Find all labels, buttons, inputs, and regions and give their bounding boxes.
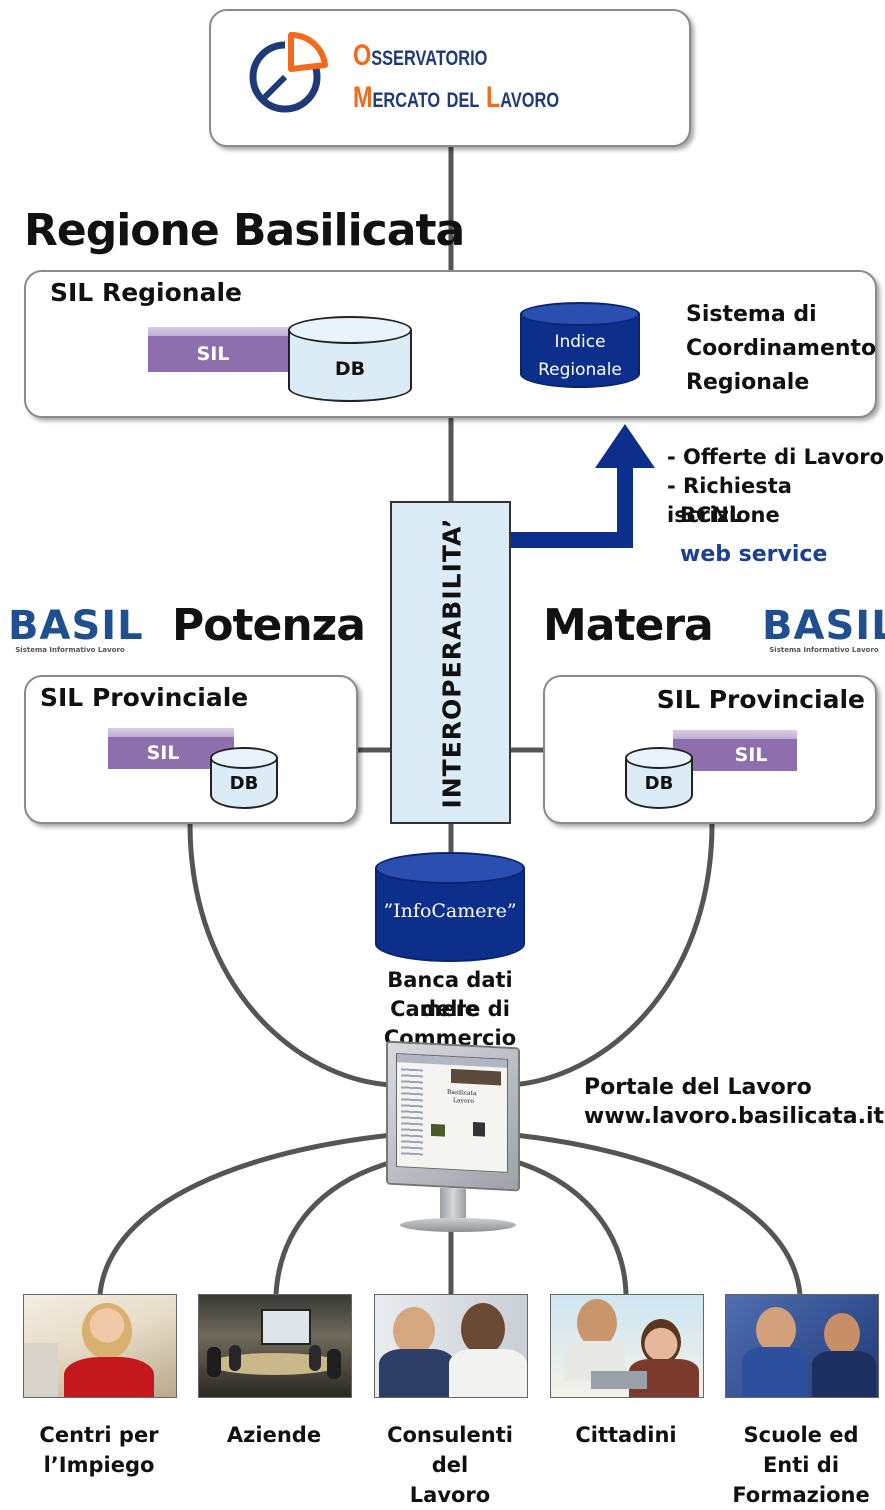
indice-line2: Regionale	[538, 360, 622, 380]
audience-centri: Centri per l’Impiego	[39, 1423, 159, 1477]
potenza-title: Potenza	[172, 600, 366, 651]
portal-monitor: Basilicata Lavoro	[382, 1040, 522, 1235]
potenza-sil-label: SIL	[146, 742, 180, 764]
sil-regionale-platform: SIL	[148, 327, 298, 372]
screen-title2: Lavoro	[453, 1097, 475, 1106]
audience-aziende: Aziende	[226, 1423, 322, 1447]
potenza-db-label: DB	[229, 773, 259, 794]
webservice-item3: BCNL	[680, 503, 743, 527]
monitor-stand	[440, 1188, 466, 1222]
potenza-sil-box: SIL Provinciale SIL DB	[24, 675, 358, 824]
provinces-arc-right	[509, 822, 715, 1088]
matera-db-label: DB	[644, 773, 674, 794]
webservice-label: web service	[680, 542, 828, 567]
potenza-box-title: SIL Provinciale	[40, 683, 249, 712]
region-title: Regione Basilicata	[24, 205, 465, 256]
web-service-arrow	[511, 424, 655, 548]
infocamere-caption-line1: Banca dati delle	[387, 968, 513, 1021]
observatory-name-line2: Mercato del Lavoro	[353, 81, 560, 114]
centri-impiego-photo	[23, 1294, 177, 1398]
matera-box-title: SIL Provinciale	[656, 685, 865, 714]
coordinamento-line3: Regionale	[686, 370, 810, 395]
monitor-screen: Basilicata Lavoro	[396, 1053, 508, 1173]
basil-logo-left: BASIL Sistema Informativo Lavoro	[8, 603, 144, 654]
indice-regionale-cylinder: Indice Regionale	[520, 302, 640, 388]
aziende-photo	[198, 1294, 352, 1398]
matera-title: Matera	[543, 600, 714, 651]
cittadini-photo	[550, 1294, 704, 1398]
provinces-arc	[187, 822, 393, 1088]
coordinamento-line1: Sistema di	[686, 302, 817, 327]
interoperability-label: INTEROPERABILITA’	[437, 517, 467, 809]
sil-regionale-title: SIL Regionale	[50, 278, 242, 307]
sil-regionale-box: SIL Regionale SIL DB Indice Regionale Si…	[24, 270, 877, 418]
observatory-name-line1: Osservatorio	[353, 39, 488, 72]
audience-scuole: Scuole ed Enti di Formazione	[732, 1423, 870, 1507]
screen-title1: Basilicata	[447, 1088, 477, 1098]
sil-regionale-db-label: DB	[334, 358, 366, 380]
matera-db-cylinder: DB	[625, 747, 693, 809]
coordinamento-line2: Coordinamento	[686, 336, 877, 361]
interoperability-bar: INTEROPERABILITA’	[390, 501, 511, 824]
monitor-base	[400, 1218, 516, 1232]
monitor-frame: Basilicata Lavoro	[386, 1040, 520, 1192]
pie-chart-icon	[249, 31, 328, 113]
portal-to-cittadini-line	[509, 1157, 629, 1295]
sil-regionale-sil-label: SIL	[196, 343, 230, 365]
scuole-photo	[725, 1294, 879, 1398]
audience-cittadini: Cittadini	[575, 1423, 677, 1447]
infocamere-cylinder: ”InfoCamere”	[375, 852, 525, 962]
basil-logo-right: BASIL Sistema Informativo Lavoro	[762, 603, 885, 654]
sil-regionale-db-cylinder: DB	[288, 316, 412, 402]
portal-to-scuole-line	[514, 1132, 803, 1295]
consulenti-photo	[374, 1294, 528, 1398]
portal-to-aziende-line	[273, 1157, 401, 1295]
portal-to-centri-line	[97, 1132, 393, 1295]
matera-sil-label: SIL	[734, 744, 768, 766]
matera-sil-platform: SIL	[673, 730, 797, 771]
webservice-item2: - Richiesta iscrizione	[667, 474, 792, 527]
webservice-item1: - Offerte di Lavoro	[667, 445, 885, 469]
indice-line1: Indice	[554, 332, 606, 352]
portal-line2: www.lavoro.basilicata.it	[584, 1104, 885, 1129]
audience-consulenti: Consulenti del Lavoro	[387, 1423, 513, 1507]
matera-sil-box: SIL Provinciale SIL DB	[543, 675, 877, 824]
infocamere-name: ”InfoCamere”	[383, 900, 517, 922]
potenza-db-cylinder: DB	[210, 747, 278, 809]
portal-line1: Portale del Lavoro	[584, 1075, 812, 1100]
observatory-logo-box: Osservatorio Mercato del Lavoro	[209, 9, 691, 147]
